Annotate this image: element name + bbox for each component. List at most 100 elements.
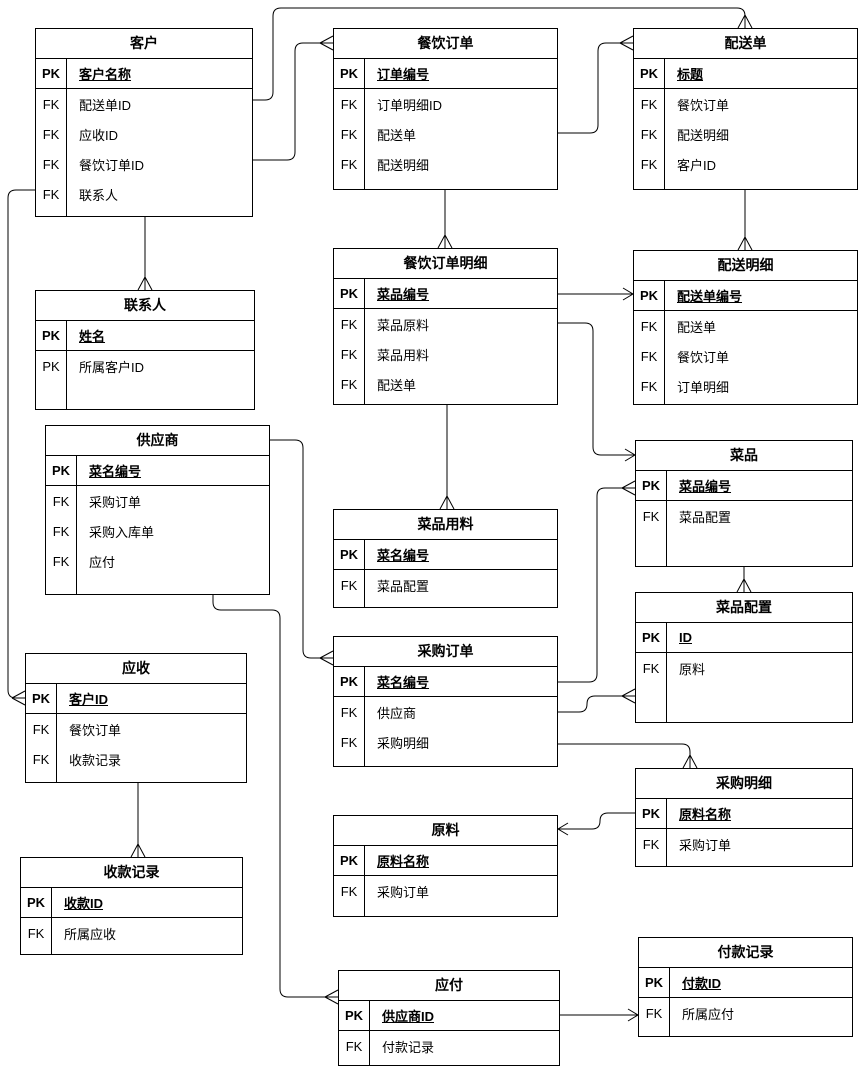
field-key: FK [642,660,660,676]
field-key: FK [340,704,358,720]
connector-purchase-order-purchase-detail[interactable] [558,743,698,769]
pk-key: PK [339,286,359,301]
entity-dish-usage[interactable]: 菜品用料 PK 菜名编号 FK 菜品配置 [333,509,558,608]
field-row: FK 采购入库单 [46,516,269,546]
field-row: FK 采购订单 [46,486,269,516]
field-row: FK 采购明细 [334,727,557,757]
entity-title: 供应商 [46,426,269,456]
field-row: FK 配送单 [334,119,557,149]
connector-order-detail-dish[interactable] [558,322,636,462]
entity-title: 配送单 [634,29,857,59]
pk-key: PK [644,975,664,990]
entity-title: 采购订单 [334,637,557,667]
field-label: 餐饮订单 [677,97,730,113]
pk-label: 菜名编号 [377,675,430,690]
field-key: FK [340,156,358,172]
entity-receipt-record[interactable]: 收款记录 PK 收款ID FK 所属应收 [20,857,243,955]
connector-purchase-detail-raw-material[interactable] [557,812,635,836]
field-label: 采购入库单 [89,524,155,540]
pk-key: PK [41,66,61,81]
pk-row: PK 原料名称 [334,846,557,876]
field-label: 配送明细 [377,157,430,173]
field-label: 收款记录 [69,752,122,768]
entity-delivery-order[interactable]: 配送单 PK 标题 FK 餐饮订单 FK 配送明细 FK 客户ID [633,28,858,190]
field-label: 原料 [679,661,706,677]
pk-label: 菜名编号 [89,464,142,479]
pk-label: 菜名编号 [377,548,430,563]
connector-customer-receivable[interactable] [7,189,35,706]
field-label: 订单明细ID [377,97,443,113]
field-row: FK 配送单ID [36,89,252,119]
field-key: FK [42,96,60,112]
field-key: FK [340,577,358,593]
field-row: FK 原料 [636,653,852,683]
field-row: FK 采购订单 [636,829,852,859]
connector-customer-catering-order[interactable] [253,35,334,161]
entity-title: 餐饮订单明细 [334,249,557,279]
pk-key: PK [41,328,61,343]
pk-label: 配送单编号 [677,289,743,304]
entity-purchase-order[interactable]: 采购订单 PK 菜名编号 FK 供应商 FK 采购明细 [333,636,558,767]
entity-catering-order[interactable]: 餐饮订单 PK 订单编号 FK 订单明细ID FK 配送单 FK 配送明细 [333,28,558,190]
pk-label: 订单编号 [377,67,430,82]
entity-payment-record[interactable]: 付款记录 PK 付款ID FK 所属应付 [638,937,853,1037]
field-row: FK 收款记录 [26,744,246,774]
field-row: FK 餐饮订单 [634,89,857,119]
pk-key: PK [344,1008,364,1023]
field-label: 客户ID [677,157,717,173]
field-label: 采购订单 [89,494,142,510]
field-key: FK [640,348,658,364]
field-row: FK 菜品用料 [334,339,557,369]
field-row: FK 餐饮订单ID [36,149,252,179]
field-key: FK [32,751,50,767]
field-row: FK 付款记录 [339,1031,559,1061]
pk-label: 原料名称 [679,807,732,822]
field-label: 配送明细 [677,127,730,143]
entity-dish[interactable]: 菜品 PK 菜品编号 FK 菜品配置 [635,440,853,567]
field-label: 联系人 [79,187,119,203]
pk-key: PK [339,547,359,562]
field-key: FK [640,318,658,334]
entity-dish-config[interactable]: 菜品配置 PK ID FK 原料 [635,592,853,723]
field-row: FK 菜品配置 [334,570,557,600]
pk-row: PK 菜名编号 [334,667,557,697]
entity-title: 采购明细 [636,769,852,799]
entity-supplier[interactable]: 供应商 PK 菜名编号 FK 采购订单 FK 采购入库单 FK 应付 [45,425,270,595]
entity-catering-order-detail[interactable]: 餐饮订单明细 PK 菜品编号 FK 菜品原料 FK 菜品用料 FK 配送单 [333,248,558,405]
field-key: FK [52,493,70,509]
connector-purchase-order-dish-config[interactable] [558,688,636,713]
pk-key: PK [641,630,661,645]
pk-label: 客户名称 [79,67,132,82]
entity-customer[interactable]: 客户 PK 客户名称 FK 配送单ID FK 应收ID FK 餐饮订单ID FK… [35,28,253,217]
field-key: FK [340,126,358,142]
entity-payable[interactable]: 应付 PK 供应商ID FK 付款记录 [338,970,560,1066]
entity-purchase-detail[interactable]: 采购明细 PK 原料名称 FK 采购订单 [635,768,853,867]
entity-raw-material[interactable]: 原料 PK 原料名称 FK 采购订单 [333,815,558,917]
entity-contact[interactable]: 联系人 PK 姓名 PK 所属客户ID [35,290,255,410]
field-key: FK [640,378,658,394]
field-row: FK 配送单 [334,369,557,399]
connector-catering-order-delivery-order[interactable] [558,35,634,134]
field-row: FK 采购订单 [334,876,557,906]
entity-delivery-detail[interactable]: 配送明细 PK 配送单编号 FK 配送单 FK 餐饮订单 FK 订单明细 [633,250,858,405]
entity-receivable[interactable]: 应收 PK 客户ID FK 餐饮订单 FK 收款记录 [25,653,247,783]
field-row: FK 客户ID [634,149,857,179]
connector-customer-delivery-order[interactable] [253,7,753,101]
pk-label: ID [679,630,692,645]
field-label: 餐饮订单ID [79,157,145,173]
field-key: FK [42,126,60,142]
field-label: 菜品原料 [377,317,430,333]
field-label: 配送单 [377,127,417,143]
field-label: 付款记录 [382,1039,435,1055]
field-row: FK 配送明细 [634,119,857,149]
field-label: 菜品配置 [377,578,430,594]
connector-supplier-payable[interactable] [212,595,339,1005]
field-label: 所属客户ID [79,359,145,375]
field-key: FK [340,316,358,332]
connector-purchase-order-dish[interactable] [558,480,636,683]
field-label: 餐饮订单 [677,349,730,365]
pk-label: 供应商ID [382,1009,435,1024]
pk-label: 标题 [677,67,704,82]
pk-row: PK 菜品编号 [334,279,557,309]
connector-supplier-purchase-order[interactable] [270,439,334,666]
